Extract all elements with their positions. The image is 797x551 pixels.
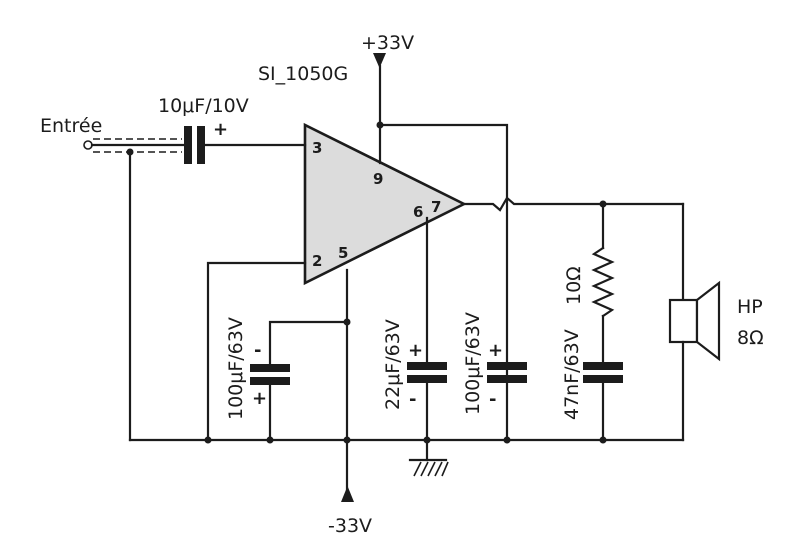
zobel-capacitor-label: 47nF/63V [561, 329, 583, 420]
feedback-capacitor-plate-a [250, 364, 290, 372]
ground-hatch [420, 461, 429, 477]
junction-dot [343, 436, 351, 444]
junction-dot [376, 121, 384, 129]
input-capacitor-polarity: + [213, 119, 228, 140]
input-jack-icon [83, 140, 93, 150]
pin-7-label: 7 [431, 198, 441, 216]
pin-6-capacitor-top-sign: + [408, 340, 423, 361]
ground-hatch [434, 461, 443, 477]
pin-2-wire [206, 261, 307, 442]
pin-6-capacitor-plate-a [407, 362, 447, 370]
ground-hatch [413, 461, 422, 477]
junction-dot [423, 436, 431, 444]
input-label: Entrée [40, 115, 102, 137]
resistor-icon [591, 246, 615, 318]
ground-hatch [441, 461, 449, 477]
pin-6-capacitor-label: 22μF/63V [382, 319, 404, 410]
feedback-capacitor-top-sign: - [254, 340, 261, 361]
pin-5-label: 5 [338, 244, 348, 262]
junction-dot [599, 200, 607, 208]
rail-capacitor-plate-b [487, 375, 527, 383]
pin-6-capacitor-bottom-sign: - [409, 389, 416, 410]
resistor-label: 10Ω [563, 266, 585, 305]
speaker-icon [668, 298, 699, 344]
positive-rail-wire [378, 123, 509, 442]
rail-capacitor-top-sign: + [488, 340, 503, 361]
input-capacitor-plate-b [197, 126, 205, 164]
feedback-capacitor-bottom-sign: + [252, 388, 267, 409]
junction-dot [266, 436, 274, 444]
pin-9-label: 9 [373, 170, 383, 188]
speaker-cone [695, 280, 721, 362]
junction-dot [503, 436, 511, 444]
input-capacitor-plate-a [184, 126, 192, 164]
input-capacitor-label: 10μF/10V [158, 95, 249, 117]
amplifier-ic [303, 122, 467, 286]
junction-dot [204, 436, 212, 444]
junction-dot [126, 148, 134, 156]
feedback-capacitor-plate-b [250, 377, 290, 385]
speaker-impedance: 8Ω [737, 327, 764, 349]
rail-capacitor-plate-a [487, 362, 527, 370]
positive-supply-label: +33V [361, 32, 414, 54]
pin-3-label: 3 [312, 139, 322, 157]
rail-capacitor-bottom-sign: - [489, 389, 496, 410]
junction-dot [599, 436, 607, 444]
ic-part-label: SI_1050G [258, 63, 348, 85]
pin-6-capacitor-plate-b [407, 375, 447, 383]
output-wire [462, 196, 685, 212]
feedback-capacitor-label: 100μF/63V [225, 317, 247, 420]
zobel-capacitor-plate-a [583, 362, 623, 370]
ground-hatch [427, 461, 436, 477]
negative-supply-label: -33V [328, 515, 372, 537]
positive-supply-arrow [373, 53, 386, 68]
pin-6-label: 6 [413, 203, 423, 221]
rail-capacitor-label: 100μF/63V [462, 312, 484, 415]
speaker-label: HP [737, 296, 763, 318]
junction-dot [343, 318, 351, 326]
feedback-capacitor-wire [268, 320, 349, 370]
negative-supply-arrow [341, 486, 354, 502]
zobel-capacitor-plate-b [583, 375, 623, 383]
pin-2-label: 2 [312, 252, 322, 270]
